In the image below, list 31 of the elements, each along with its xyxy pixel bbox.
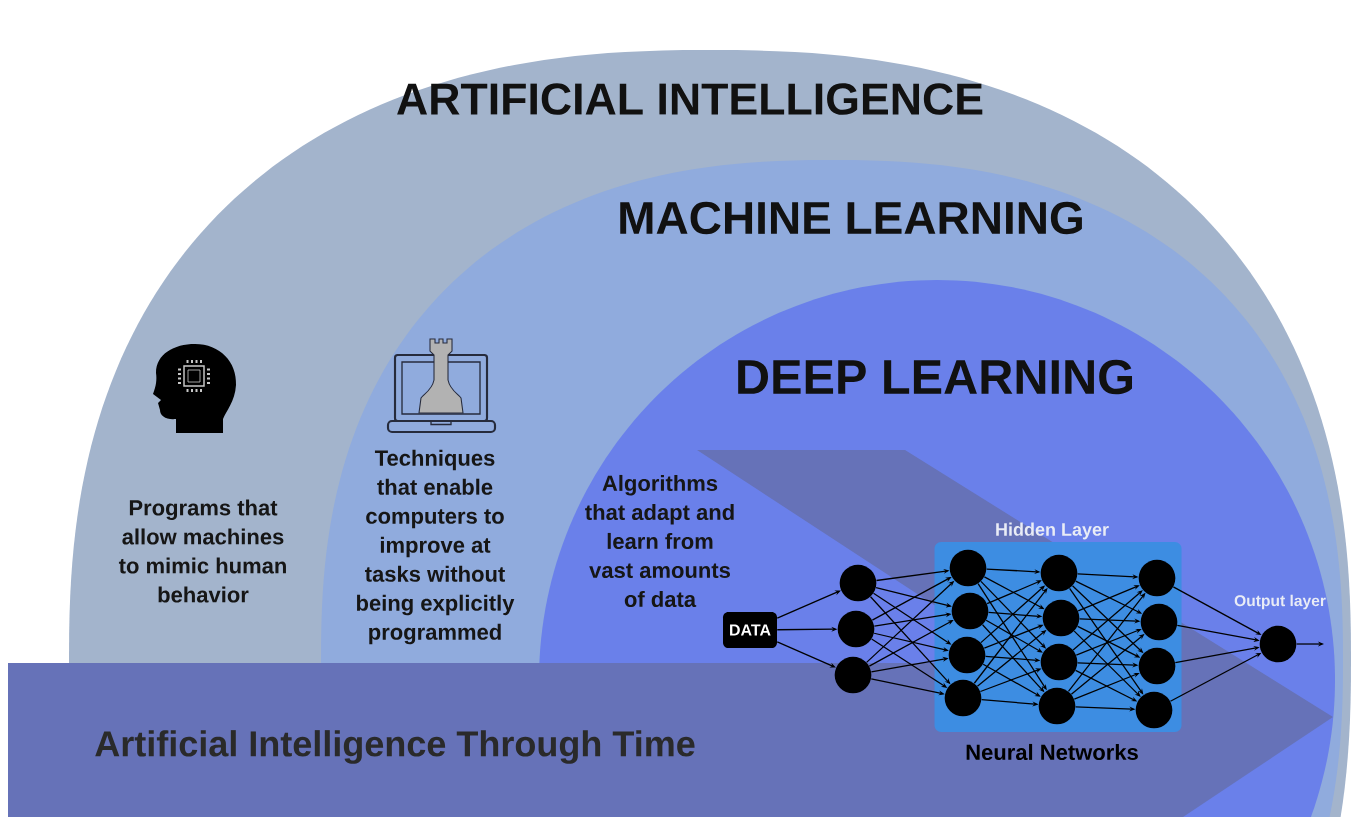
region-title: MACHINE LEARNING [620,201,1082,235]
neuron-circle [948,636,986,674]
neuron-circle [1140,603,1178,641]
neuron-circle [1135,691,1173,729]
neuron-circle [1042,599,1080,637]
description-text: Techniques that enable computers to improve at tasks without being explicitly programmed [357,449,515,645]
layer-label: Hidden Layer [996,522,1109,540]
neuron-circle [837,610,875,648]
arrow [776,590,841,619]
data-box: DATA [723,612,777,648]
neuron-circle [951,592,989,630]
neuron-circle [1138,647,1176,685]
layer-label: Output layer [1234,594,1326,610]
region-title: DEEP LEARNING [738,359,1132,395]
neuron-circle [1040,643,1078,681]
arrow [875,586,952,608]
description-text: Algorithms that adapt and learn from vast amounts of data [585,474,734,608]
neuron-circle [944,679,982,717]
arrow-caption: Artificial Intelligence Through Time [95,730,695,764]
neuron-circle [1038,687,1076,725]
arrow [873,632,949,652]
neuron-circle [839,564,877,602]
neuron-circle [834,656,872,694]
neuron-circle [1138,559,1176,597]
neuron-circle [1040,554,1078,592]
network-caption: Neural Networks [966,743,1138,761]
neuron-circle [1259,625,1297,663]
description-text: Programs that allow machines to mimic human behavior [118,499,286,603]
arrow [776,641,836,668]
neuron-circle [949,549,987,587]
region-title: ARTIFICIAL INTELLIGENCE [397,83,983,115]
